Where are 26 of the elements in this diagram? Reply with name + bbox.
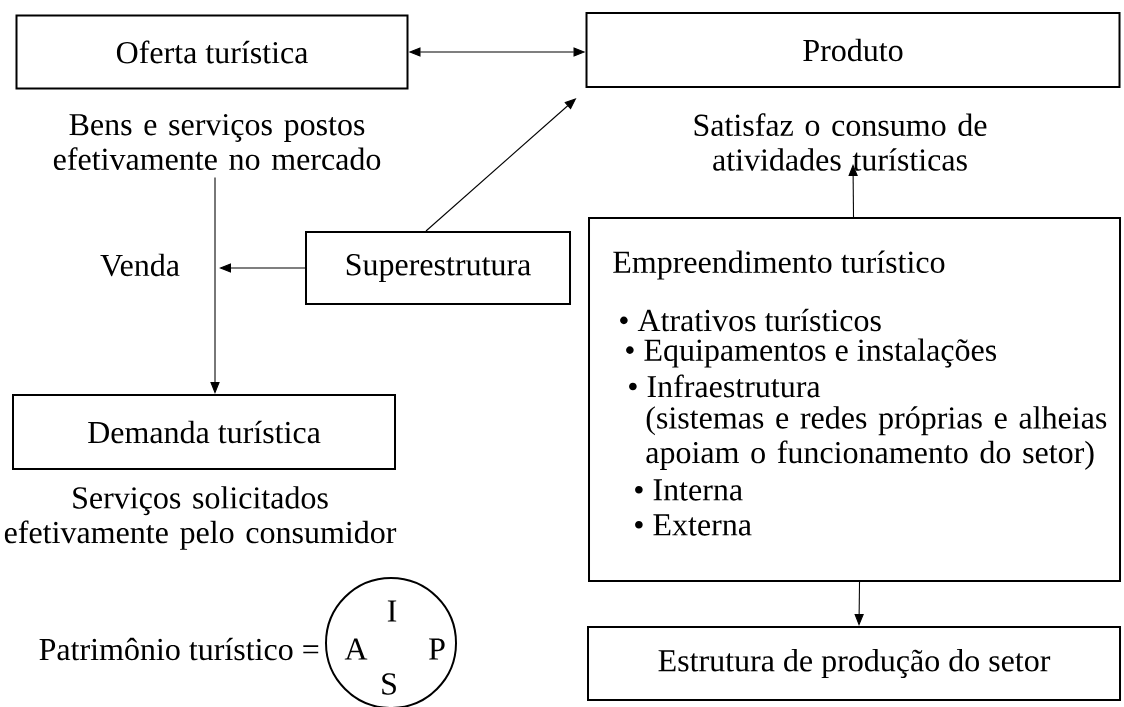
edge-label: Venda	[98, 252, 182, 278]
list-item: (sistemas e redes próprias e alheias apoiam o funcionamento do setor)	[646, 406, 1107, 470]
process-box: Produto	[585, 12, 1121, 88]
list-box	[588, 217, 1121, 582]
process-box: Demanda turística	[12, 394, 396, 470]
letter: A	[344, 638, 368, 660]
process-box: Estrutura de produção do setor	[587, 626, 1121, 701]
arrow	[848, 164, 858, 218]
letter: S	[382, 673, 396, 695]
beside-text: Serviços solicitados efetivamente pelo consumidor	[4, 486, 397, 550]
letter: P	[429, 638, 445, 660]
letter: I	[387, 600, 397, 622]
list-item: • Interna	[635, 479, 743, 501]
list-item: • Atrativos turísticos	[620, 308, 881, 332]
list-item: • Infraestrutura	[629, 374, 821, 398]
process-box: Oferta turística	[15, 14, 409, 90]
arrow	[210, 176, 220, 394]
heading: Empreendimento turístico	[613, 250, 945, 280]
beside-text: Patrimônio turístico =	[39, 637, 319, 661]
beside-text: Bens e serviços postos efetivamente no mercado	[53, 113, 381, 171]
beside-text: Satisfaz o consumo de atividades turísticas	[694, 113, 987, 171]
list-item: • Equipamentos e instalações	[626, 338, 997, 368]
list-item: • Externa	[635, 514, 752, 536]
arrow	[219, 263, 306, 273]
process-box: Superestrutura	[305, 231, 571, 305]
arrow	[854, 581, 864, 626]
